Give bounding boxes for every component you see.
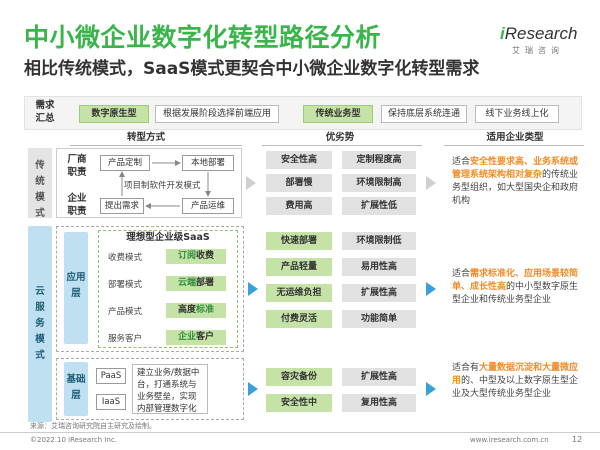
paas-box: PaaS xyxy=(96,368,126,384)
app-layer-label: 应用 层 xyxy=(66,272,86,299)
arrow-right-icon xyxy=(426,282,436,296)
saas-row-value: 企业客户 xyxy=(166,330,226,345)
traditional-mode-label: 传统模式 xyxy=(35,160,45,219)
app-adv-usability: 易用性高 xyxy=(342,258,416,276)
heading-underline xyxy=(262,145,422,146)
app-adv-fast-deploy: 快速部署 xyxy=(266,232,332,250)
logo-subtext: 艾瑞咨询 xyxy=(512,46,564,55)
arrow-right-icon xyxy=(248,282,258,296)
traditional-mode-bar: 传统模式 xyxy=(28,148,52,219)
footer-divider xyxy=(0,432,600,433)
heading-underline xyxy=(70,145,242,146)
saas-row-value: 云端部署 xyxy=(166,276,226,291)
arrow-right-icon xyxy=(426,382,436,396)
enterprise-duty-label: 企业 职责 xyxy=(67,193,87,217)
base-adv-reusability: 复用性高 xyxy=(342,394,416,412)
trad-adv-security: 安全性高 xyxy=(266,151,332,169)
summary-traditional: 传统业务型 xyxy=(303,105,373,123)
flow-project-dev: 项目制软件开发模式 xyxy=(124,181,201,191)
page-number: 12 xyxy=(572,435,583,444)
logo-i: i xyxy=(500,24,505,43)
cloud-mode-label: 云服务模式 xyxy=(35,286,45,361)
footer-copyright: ©2022.10 iResearch Inc. xyxy=(30,436,118,444)
saas-row-key: 服务客户 xyxy=(108,334,143,344)
app-applicable-desc: 适合需求标准化、应用场景较简单、成长性高的中小型数字原生型企业和传统业务型企业 xyxy=(452,269,579,305)
summary-traditional-need-1: 保持底层系统连通 xyxy=(381,105,467,123)
base-applicable-desc: 适合有大量数据沉淀和大量微应用的、中型及以上数字原生型企业及大型传统业务型企业 xyxy=(452,363,579,399)
app-adv-flexible-pay: 付费灵活 xyxy=(266,310,332,328)
summary-traditional-need-2: 线下业务线上化 xyxy=(475,105,559,123)
arrow-right-icon xyxy=(426,176,436,190)
saas-row-key: 收费模式 xyxy=(108,253,143,263)
iresearch-logo: iResearch 艾瑞咨询 xyxy=(500,24,582,58)
trad-adv-customization: 定制程度高 xyxy=(342,151,416,169)
vendor-duty-label: 厂商 职责 xyxy=(67,154,87,178)
app-adv-no-ops: 无运维负担 xyxy=(266,284,332,302)
heading-underline xyxy=(444,145,584,146)
flow-product-custom: 产品定制 xyxy=(100,155,150,171)
summary-digital-native: 数字原生型 xyxy=(79,105,149,123)
summary-digital-native-need: 根据发展阶段选择前端应用 xyxy=(155,105,279,123)
saas-row-value: 高度标准 xyxy=(166,303,226,318)
source-note: 来源：艾瑞咨询研究院自主研究及绘制。 xyxy=(30,422,156,430)
base-layer-desc: 建立业务/数据中台，打通系统与业务壁垒，实现内部管理数字化 xyxy=(132,364,208,414)
base-layer-label: 基础 层 xyxy=(66,374,86,401)
flow-raise-req: 提出需求 xyxy=(100,198,144,214)
saas-row-key: 部署模式 xyxy=(108,280,143,290)
saas-row-value: 订阅收费 xyxy=(166,249,226,264)
summary-label: 需求 汇总 xyxy=(35,100,55,124)
demand-summary: 需求 汇总 数字原生型 根据发展阶段选择前端应用 传统业务型 保持底层系统连通 … xyxy=(24,96,582,130)
ideal-saas-panel xyxy=(98,230,238,348)
iaas-box: IaaS xyxy=(96,394,126,410)
trad-adv-cost-high: 费用高 xyxy=(266,197,332,215)
heading-transform: 转型方式 xyxy=(126,132,165,143)
footer-url: www.iresearch.com.cn xyxy=(470,436,549,444)
traditional-flow-panel xyxy=(56,148,242,218)
heading-applicable: 适用企业类型 xyxy=(486,132,544,143)
arrow-right-icon xyxy=(248,382,258,396)
logo-main-text: Research xyxy=(504,24,578,43)
base-adv-disaster-backup: 容灾备份 xyxy=(266,368,332,386)
base-adv-scalability: 扩展性高 xyxy=(342,368,416,386)
arrow-right-icon xyxy=(246,176,256,190)
base-adv-security-mid: 安全性中 xyxy=(266,394,332,412)
trad-adv-scalability-low: 扩展性低 xyxy=(342,197,416,215)
ideal-saas-heading: 理想型企业级SaaS xyxy=(126,232,210,243)
flow-arrows xyxy=(119,160,211,209)
app-adv-simple-function: 功能简单 xyxy=(342,310,416,328)
app-adv-env-low: 环境限制低 xyxy=(342,232,416,250)
traditional-applicable-desc: 适合安全性要求高、业务系统或管理系统架构相对复杂的传统业务型组织，如大型国央企和… xyxy=(452,157,579,206)
page-title: 中小微企业数字化转型路径分析 xyxy=(24,23,382,52)
app-adv-scalability: 扩展性高 xyxy=(342,284,416,302)
flow-local-deploy: 本地部署 xyxy=(182,155,234,171)
app-layer-panel xyxy=(56,226,244,352)
base-layer-panel xyxy=(56,358,244,420)
app-layer-bar: 应用 层 xyxy=(64,232,88,344)
app-adv-lightweight: 产品轻量 xyxy=(266,258,332,276)
saas-row-key: 产品模式 xyxy=(108,307,143,317)
heading-advantage: 优劣势 xyxy=(325,132,355,143)
cloud-mode-bar: 云服务模式 xyxy=(28,226,52,422)
trad-adv-deploy-slow: 部署慢 xyxy=(266,174,332,192)
trad-adv-env-limit: 环境限制高 xyxy=(342,174,416,192)
flow-product-ops: 产品运维 xyxy=(182,198,234,214)
page-subtitle: 相比传统模式，SaaS模式更契合中小微企业数字化转型需求 xyxy=(24,59,480,79)
base-layer-bar: 基础 层 xyxy=(64,362,88,416)
